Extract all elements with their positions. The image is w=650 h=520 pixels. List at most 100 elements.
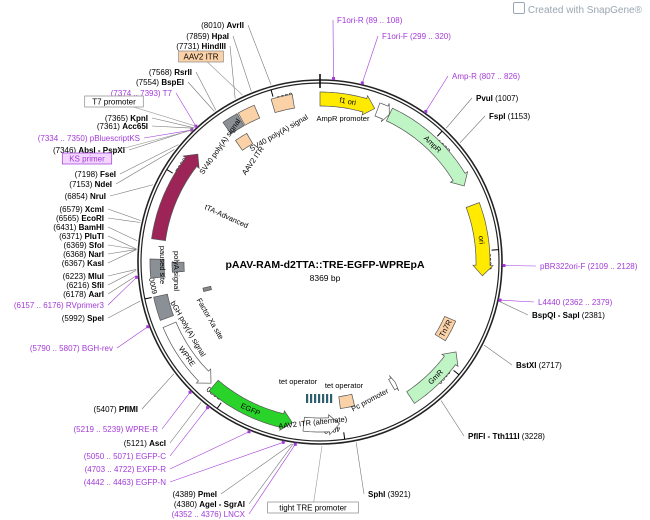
site-f1ori-f: F1ori-F (299 .. 320) (382, 32, 451, 41)
leader-line (151, 125, 194, 129)
leader-line (362, 35, 379, 84)
tet-operator-mark (314, 394, 317, 403)
site-coord: (7346) (53, 146, 78, 155)
site-bamhi: (6431) BamHI (53, 223, 104, 232)
primer-marker (188, 390, 192, 394)
site-coord: (6223) (63, 272, 88, 281)
site-text: (5219 .. 5239) WPRE-R (74, 425, 159, 434)
leader-line (107, 217, 141, 223)
site-ecori: (6565) EcoRI (56, 214, 104, 223)
site-name: PluTI (84, 232, 104, 241)
site-text: (6223) MluI (63, 272, 104, 281)
primer-marker (135, 275, 139, 279)
box-label-text: T7 promoter (92, 98, 136, 107)
leader-line (107, 249, 137, 255)
site-coord: (2362 .. 2379) (560, 298, 612, 307)
site-text: (7554) BspEI (136, 78, 184, 87)
site-name: SpeI (87, 314, 104, 323)
site-hindiii: (7731) HindIII (176, 42, 226, 51)
site-coord: (7198) (75, 170, 100, 179)
tet-operator-mark (306, 394, 309, 403)
site-text: (6157 .. 6176) RVprimer3 (14, 301, 105, 310)
leader-line (483, 344, 513, 366)
site-ndei: (7153) NdeI (69, 180, 112, 189)
site-coord: (7334 .. 7350) (38, 134, 90, 143)
feature-tn7l (270, 93, 295, 114)
site-sfoi: (6369) SfoI (64, 241, 104, 250)
site-l4440: L4440 (2362 .. 2379) (538, 298, 613, 307)
site-text: (6216) SfiI (66, 281, 104, 290)
site-text: SphI (3921) (368, 490, 411, 499)
inner-label-tet-operator: tet operator (279, 377, 318, 386)
site-coord: (6369) (64, 241, 89, 250)
feature-wpre (162, 321, 212, 384)
site-text: (6854) NruI (65, 192, 106, 201)
box-label-text: AAV2 ITR (184, 53, 219, 62)
leader-line (107, 277, 137, 306)
site-text: (4442 .. 4463) EGFP-N (84, 478, 166, 487)
site-text: (6178) AarI (63, 290, 104, 299)
site-coord: (8010) (201, 21, 226, 30)
site-name: RVprimer3 (66, 301, 105, 310)
feature-label-ori: ori (476, 235, 486, 245)
feature-sv40-poly-a-signal-b (171, 261, 185, 273)
tet-operator-mark (318, 394, 321, 403)
leader-line (169, 442, 284, 483)
site-text: (5790 .. 5807) BGH-rev (30, 344, 113, 353)
site-coord: (6431) (53, 223, 78, 232)
leader-line (355, 442, 365, 495)
site-name: T7 (163, 89, 173, 98)
site-text: (6367) KasI (62, 259, 104, 268)
site-name: AscI (149, 439, 166, 448)
primer-marker (502, 264, 506, 268)
site-bgh-rev: (5790 .. 5807) BGH-rev (30, 344, 113, 353)
leader-line (200, 55, 243, 96)
site-name: EXFP-R (137, 465, 167, 474)
tick-mark (453, 369, 460, 376)
leader-line (247, 24, 272, 85)
primer-marker (498, 298, 502, 302)
leader-line (141, 373, 175, 410)
site-nrui: (6854) NruI (65, 192, 106, 201)
site-name: LNCX (224, 510, 246, 519)
feature-ori (465, 202, 494, 277)
tet-operator-mark (322, 394, 325, 403)
site-fsei: (7198) FseI (75, 170, 116, 179)
tick-mark (270, 89, 274, 97)
leader-line (161, 392, 191, 430)
site-text: (7198) FseI (75, 170, 116, 179)
site-t7: (7374 .. 7393) T7 (111, 89, 173, 98)
inner-label-polya-signal: polyA signal (172, 251, 181, 291)
site-text: (7731) HindIII (176, 42, 226, 51)
site-name: NdeI (95, 180, 112, 189)
site-coord: (6371) (59, 232, 84, 241)
site-text: (7568) RsrII (149, 68, 192, 77)
site-name: KpnI (130, 114, 148, 123)
site-layer: (8010) AvrII (7859) HpaI(7731) HindIII (75… (14, 16, 638, 519)
site-name: AgeI - SgrAI (199, 500, 245, 509)
site-hpai: (7859) HpaI (186, 32, 229, 41)
site-name: AarI (88, 290, 104, 299)
site-name: pBR322ori-F (540, 262, 585, 271)
site-avrii: (8010) AvrII (201, 21, 244, 30)
site-name: Amp-R (452, 72, 477, 81)
feature-pc-promoter (388, 375, 400, 392)
leader-line (143, 129, 192, 139)
feature-ampr-promoter (374, 102, 390, 123)
box-label-text: tight TRE promoter (279, 504, 347, 513)
site-coord: (7365) (105, 114, 130, 123)
site-asci: (5121) AscI (124, 439, 166, 448)
leader-line (459, 115, 486, 143)
site-name: SfiI (92, 281, 104, 290)
site-coord: (299 .. 320) (408, 32, 451, 41)
site-text: (5992) SpeI (62, 314, 104, 323)
leader-line (499, 301, 529, 316)
site-text: (4380) AgeI - SgrAI (174, 500, 245, 509)
site-text: BstXI (2717) (516, 361, 562, 370)
leader-line (187, 81, 215, 112)
site-text: (4703 .. 4722) EXFP-R (85, 465, 167, 474)
leader-line (232, 35, 252, 92)
site-text: F1ori-R (89 .. 108) (337, 16, 403, 25)
site-sphi: SphI (3921) (368, 490, 411, 499)
